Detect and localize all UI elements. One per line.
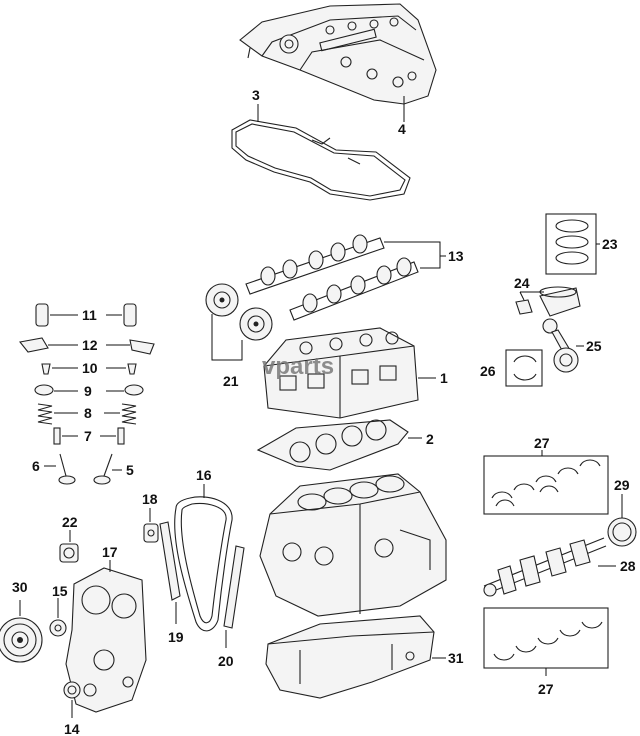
leader-24 bbox=[519, 291, 544, 301]
rear-main-seal bbox=[607, 517, 637, 547]
cylinder-head bbox=[263, 327, 419, 419]
lash-adjuster-left bbox=[35, 303, 49, 327]
callout-24: 24 bbox=[514, 275, 530, 291]
callout-2: 2 bbox=[426, 431, 434, 447]
valve-seal-left bbox=[53, 427, 61, 445]
callout-31: 31 bbox=[448, 650, 464, 666]
timing-chain bbox=[174, 496, 233, 632]
spring-retainer-left bbox=[34, 384, 54, 396]
callout-5: 5 bbox=[126, 462, 134, 478]
piston-rings-box bbox=[545, 213, 597, 275]
callout-14: 14 bbox=[64, 721, 80, 736]
crank-sprocket bbox=[49, 619, 67, 637]
callout-1: 1 bbox=[440, 370, 448, 386]
valve-spring-right bbox=[121, 403, 137, 425]
callout-12: 12 bbox=[82, 337, 98, 353]
crankshaft-pulley bbox=[0, 617, 43, 663]
spring-retainer-right bbox=[124, 384, 144, 396]
callout-20: 20 bbox=[218, 653, 234, 669]
callout-28: 28 bbox=[620, 558, 636, 574]
leader-6-5 bbox=[44, 465, 122, 471]
front-crank-seal bbox=[63, 681, 81, 699]
engine-block bbox=[259, 473, 447, 617]
intake-valve bbox=[58, 453, 76, 485]
main-bearings-upper bbox=[491, 459, 601, 507]
rod-bearing bbox=[513, 355, 537, 381]
cam-phaser-exhaust bbox=[239, 307, 273, 341]
camshaft-lower bbox=[289, 257, 419, 321]
connecting-rod bbox=[542, 318, 579, 373]
leader-21 bbox=[211, 314, 243, 361]
callout-29: 29 bbox=[614, 477, 630, 493]
main-bearings-upper-box bbox=[483, 455, 609, 515]
piston bbox=[539, 286, 581, 317]
callout-22: 22 bbox=[62, 514, 78, 530]
piston-rings bbox=[555, 219, 589, 265]
callout-26: 26 bbox=[480, 363, 496, 379]
callout-23: 23 bbox=[602, 236, 618, 252]
cam-phaser-intake bbox=[205, 283, 239, 317]
oil-pan bbox=[265, 615, 435, 699]
callout-25: 25 bbox=[586, 338, 602, 354]
main-bearings-lower-box bbox=[483, 607, 609, 669]
valve-cover bbox=[239, 3, 437, 105]
lash-adjuster-right bbox=[123, 303, 137, 327]
watermark-logo: vparts bbox=[262, 353, 334, 380]
valve-seal-right bbox=[117, 427, 125, 445]
callout-6: 6 bbox=[32, 458, 40, 474]
leader-13 bbox=[384, 241, 446, 269]
callout-9: 9 bbox=[84, 383, 92, 399]
callout-15: 15 bbox=[52, 583, 68, 599]
head-gasket bbox=[256, 419, 409, 471]
main-bearings-lower bbox=[493, 621, 603, 661]
callout-10: 10 bbox=[82, 360, 98, 376]
chain-tensioner-arm bbox=[223, 545, 245, 629]
callout-16: 16 bbox=[196, 467, 212, 483]
callout-30: 30 bbox=[12, 579, 28, 595]
callout-8: 8 bbox=[84, 405, 92, 421]
callout-27-lower: 27 bbox=[538, 681, 554, 697]
callout-7: 7 bbox=[84, 428, 92, 444]
valve-spring-left bbox=[37, 403, 53, 425]
callout-27-upper: 27 bbox=[534, 435, 550, 451]
rod-bearing-box bbox=[505, 349, 543, 387]
crankshaft bbox=[483, 537, 607, 597]
exhaust-valve bbox=[93, 453, 113, 485]
callout-21: 21 bbox=[223, 373, 239, 389]
rocker-arm-right bbox=[129, 339, 155, 355]
rocker-arm-left bbox=[18, 337, 49, 353]
callout-19: 19 bbox=[168, 629, 184, 645]
piston-pin bbox=[515, 299, 533, 315]
callout-18: 18 bbox=[142, 491, 158, 507]
callout-13: 13 bbox=[448, 248, 464, 264]
callout-17: 17 bbox=[102, 544, 118, 560]
oil-pump-solenoid bbox=[59, 543, 79, 563]
valve-keeper-right bbox=[127, 363, 137, 375]
chain-guide bbox=[159, 521, 181, 601]
callout-4: 4 bbox=[398, 121, 406, 137]
valve-cover-gasket bbox=[231, 119, 411, 201]
timing-cover bbox=[65, 567, 147, 713]
callout-3: 3 bbox=[252, 87, 260, 103]
camshaft-upper bbox=[245, 234, 385, 295]
valve-keeper-left bbox=[41, 363, 51, 375]
callout-11: 11 bbox=[82, 307, 97, 323]
chain-tensioner bbox=[143, 523, 159, 543]
